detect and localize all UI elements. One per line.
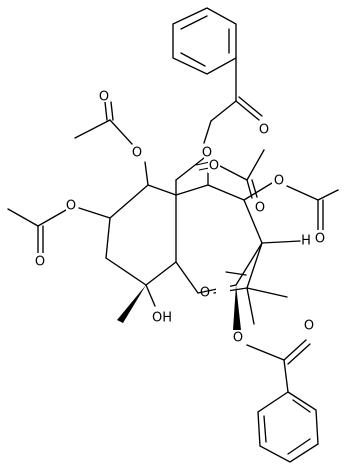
- bottom-benzoate-carbonyl-oxygen-label: O: [304, 319, 314, 334]
- acetate-middle-carbonyl-oxygen-label: O: [255, 201, 265, 216]
- hydrogen-label: H: [301, 234, 311, 249]
- acetate-middle: [207, 149, 265, 199]
- bond-to-h: [261, 240, 301, 244]
- ring-oxygen-label: O: [200, 286, 210, 301]
- benzoyl-bottom: [233, 285, 319, 463]
- hydroxyl-label: OH: [152, 311, 172, 326]
- acetate-top-left-ester-oxygen-label: O: [132, 146, 142, 161]
- acetate-top-left-carbonyl-oxygen-label: O: [99, 90, 109, 105]
- benzene-ring-top: [172, 7, 237, 75]
- benzoyl-top: [172, 7, 263, 144]
- acetate-top-left: [74, 101, 149, 186]
- benzene-ring-bottom: [257, 391, 319, 463]
- cyclohexane-ring: [105, 184, 177, 286]
- top-benzoate-ester-oxygen-label: O: [202, 146, 212, 161]
- top-benzoate-carbonyl-oxygen-label: O: [259, 123, 269, 138]
- core-rings: [175, 184, 263, 294]
- bottom-benzoate-ester-oxygen-label: O: [233, 331, 243, 346]
- acetate-right-ester-oxygen-label: O: [274, 174, 284, 189]
- ch2-bridge: [175, 157, 211, 196]
- acetate-left-carbonyl-oxygen-label: O: [35, 255, 45, 270]
- gem-dimethyl: [246, 287, 288, 325]
- acetate-right: [243, 182, 339, 231]
- acetate-left: [7, 207, 111, 255]
- methyl-and-hydroxyl: [117, 284, 156, 323]
- acetate-middle-ester-oxygen-label: O: [209, 159, 219, 174]
- acetate-left-ester-oxygen-label: O: [66, 199, 76, 214]
- atom-labels: O OH H O O O O O O O O O O O O: [33, 86, 326, 346]
- acetate-right-carbonyl-oxygen-label: O: [315, 232, 325, 247]
